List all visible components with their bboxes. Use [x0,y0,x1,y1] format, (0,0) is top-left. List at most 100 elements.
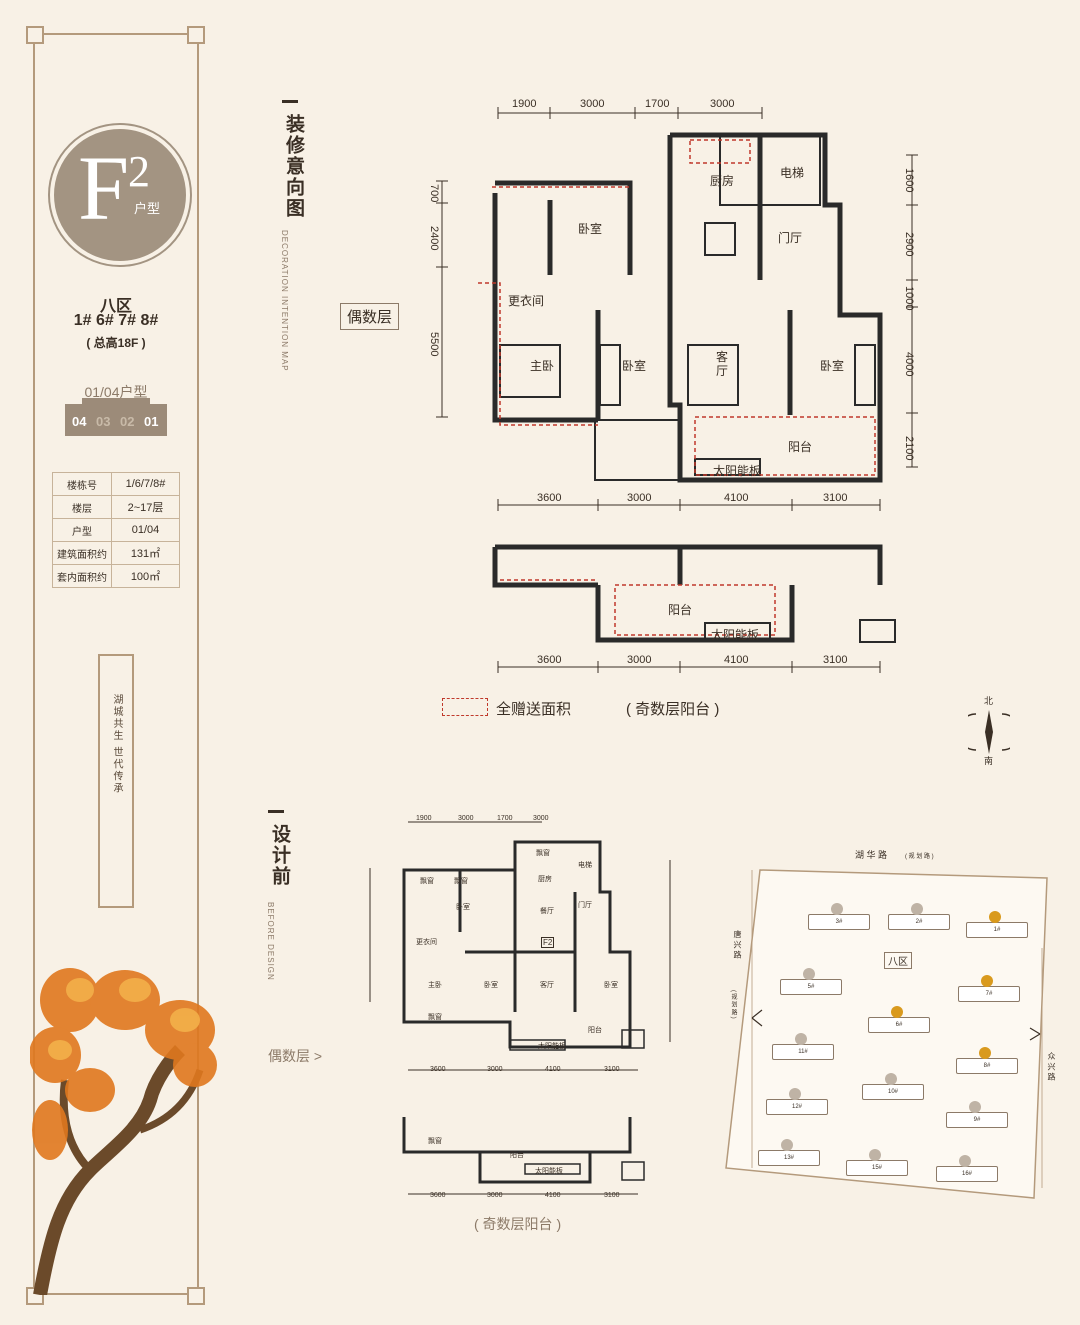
room-elevator: 电梯 [780,166,805,180]
before-room-window: 飘窗 [420,878,434,885]
panel-corner [187,26,205,44]
dim-left: 5500 [428,332,440,357]
before-title: 设计前 [269,824,290,887]
compass-icon [968,710,1010,754]
before-room-balcony: 阳台 [510,1152,524,1159]
room-bedroom: 卧室 [622,359,647,373]
spec-value: 2~17层 [111,495,180,519]
building-id: 5# [780,968,842,995]
spec-key: 套内面积约 [52,564,112,588]
site-building: 6# [868,1003,930,1033]
compass-south: 南 [984,756,994,766]
spec-value: 100㎡ [111,564,180,588]
dim-bottom: 3100 [823,654,848,666]
spec-value: 1/6/7/8# [111,472,180,496]
building-id: 2# [888,903,950,930]
dim-top: 1700 [645,98,670,110]
tree-illustration [30,968,217,1295]
decoration-subtitle: DECORATION INTENTION MAP [280,230,289,372]
before-room-window: 飘窗 [536,850,550,857]
before-room-dining: 餐厅 [540,908,554,915]
panel-corner [187,1287,205,1305]
unit-diagram [82,398,150,406]
total-height: ( 总高18F ) [86,336,146,350]
before-floor-tag: 偶数层 > [268,1048,323,1064]
spec-value: 131㎡ [111,541,180,565]
site-road-right: 众 兴 路 [1047,1052,1056,1081]
before-room-foyer: 门厅 [578,902,592,909]
site-building: 15# [846,1146,908,1176]
title-divider [268,810,284,813]
before-dim: 3600 [430,1192,446,1199]
legend-odd-balcony: ( 奇数层阳台 ) [626,701,720,718]
dim-right: 2100 [903,436,915,461]
before-room-bedroom: 卧室 [456,904,470,911]
unit-number: 02 [120,414,135,429]
spec-key: 户型 [52,518,112,542]
dim-bottom: 3100 [823,492,848,504]
decoration-title: 装修意向图 [283,114,304,219]
dim-right: 1000 [903,286,915,311]
before-odd-balcony: ( 奇数层阳台 ) [474,1216,562,1232]
even-floor-tag: 偶数层 [340,303,400,330]
before-plan-label: F2 [541,937,555,948]
site-building: 3# [808,900,870,930]
dim-bottom: 3600 [537,492,562,504]
room-bedroom: 卧室 [820,359,845,373]
room-solar: 太阳能板 [711,628,760,642]
before-dim: 3600 [430,1066,446,1073]
dim-right: 2900 [903,232,915,257]
dim-top: 3000 [710,98,735,110]
unit-badge [50,125,190,265]
room-balcony: 阳台 [668,603,693,617]
before-dim: 3000 [487,1066,503,1073]
site-road-left: 唐 兴 路 [733,930,742,959]
site-building: 9# [946,1098,1008,1128]
site-zone-label: 八区 [884,952,912,969]
before-room-bedroom: 卧室 [484,982,498,989]
spec-key: 建筑面积约 [52,541,112,565]
spec-value: 01/04 [111,518,180,542]
room-solar: 太阳能板 [713,464,762,478]
spec-key: 楼层 [52,495,112,519]
badge-suffix: 户型 [134,201,161,216]
building-id: 9# [946,1101,1008,1128]
before-room-living: 客厅 [540,982,554,989]
site-building: 10# [862,1070,924,1100]
building-id: 3# [808,903,870,930]
before-dim: 1900 [416,815,432,822]
before-room-kitchen: 厨房 [538,876,552,883]
badge-letter: F [78,137,130,239]
building-numbers: 1# 6# 7# 8# [73,312,159,329]
before-room-solar: 太阳能板 [535,1168,563,1175]
site-road-left-note: ( 规 划 路 ) [730,990,736,1019]
before-dim: 3100 [604,1192,620,1199]
dim-bottom: 4100 [724,654,749,666]
before-room-bedroom: 卧室 [604,982,618,989]
site-building: 13# [758,1136,820,1166]
before-subtitle: BEFORE DESIGN [266,902,275,981]
badge-number: 2 [128,147,150,196]
slogan-text: 湖城共生 世代传承 [111,694,122,795]
building-id: 1# [966,911,1028,938]
unit-number: 04 [72,414,87,429]
before-dim: 4100 [545,1192,561,1199]
unit-diagram [65,404,167,436]
dim-left: 700 [428,184,440,203]
dim-right: 4000 [903,352,915,377]
slogan-scroll [98,654,134,908]
title-divider [282,100,298,103]
before-room-window: 飘窗 [454,878,468,885]
dim-bottom: 4100 [724,492,749,504]
before-room-window: 飘窗 [428,1014,442,1021]
before-room-cloak: 更衣间 [416,939,437,946]
site-road-top-note: ( 规 划 路 ) [905,854,934,860]
building-id: 16# [936,1155,998,1182]
room-kitchen: 厨房 [710,174,735,188]
before-dim: 4100 [545,1066,561,1073]
